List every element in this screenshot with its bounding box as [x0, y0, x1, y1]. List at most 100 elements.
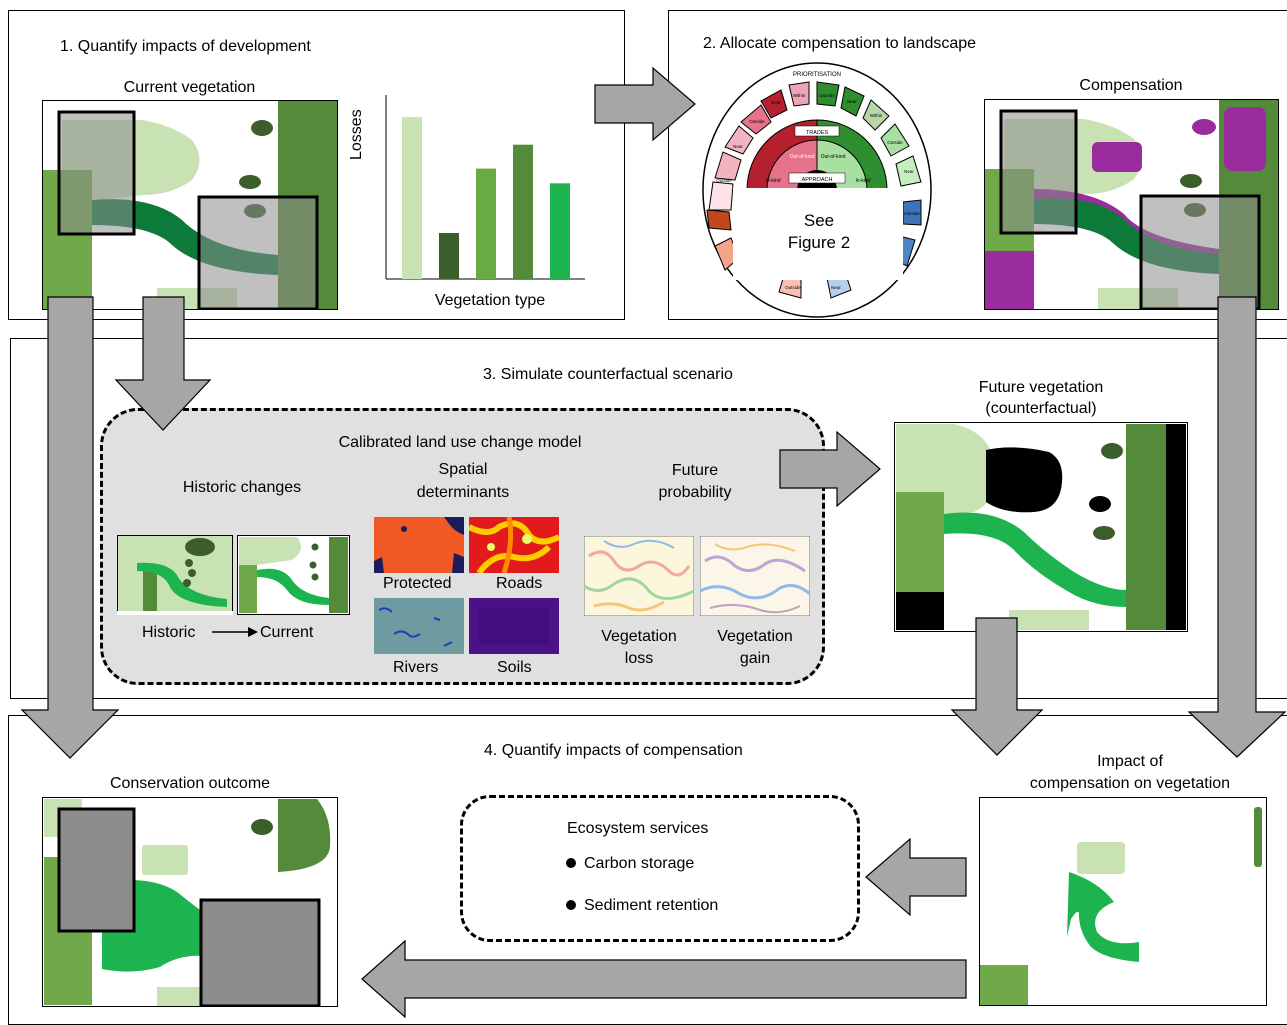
arrow-impact-to-es [865, 837, 967, 917]
wheel-segment-near-top [840, 86, 865, 117]
arrow-model-to-future [779, 430, 881, 508]
wheel-segment-near-right-mid [895, 155, 922, 187]
arrow-panel1-to-panel2 [594, 66, 696, 142]
current-vegetation-label: Current vegetation [123, 79, 256, 96]
wheel-segment-outside-right-mid [880, 123, 910, 157]
wheel-segment-outside-left-mid [724, 125, 754, 155]
vegetation-gain-raster [700, 536, 810, 616]
current-label: Current [260, 624, 314, 641]
roads-raster [469, 517, 559, 573]
soils-label: Soils [497, 659, 532, 676]
svg-text:Near: Near [733, 144, 743, 149]
wheel-segment-within-right-top [862, 99, 890, 131]
spatial-determinants-2: determinants [416, 484, 510, 501]
arrow-impact-to-outcome [361, 939, 967, 1018]
svg-text:Outside: Outside [785, 285, 801, 290]
wheel-prioritisation-label: PRIORITISATION [793, 72, 841, 78]
svg-text:Outside: Outside [749, 119, 765, 124]
impact-label-1: Impact of [1097, 753, 1163, 770]
bullet-icon [566, 900, 576, 910]
veg-gain-1: Vegetation [717, 628, 793, 645]
roads-label: Roads [496, 575, 543, 592]
see-line-1: See [804, 211, 834, 230]
panel-2-frame [668, 10, 1287, 320]
historic-changes-label: Historic changes [182, 479, 302, 496]
losses-bar-2 [439, 233, 459, 279]
conservation-outcome-map [42, 797, 338, 1007]
wheel-segment-outside-left-low [708, 181, 734, 211]
arrow-panel1-to-panel4 [20, 296, 120, 759]
wheel-approach-box [788, 172, 846, 184]
see-figure-box [733, 188, 903, 280]
svg-text:Near: Near [771, 100, 781, 105]
losses-bar-chart [385, 95, 585, 280]
wheel-segment-outside-top [816, 81, 840, 107]
wheel-segment-within-top [788, 81, 810, 107]
wheel-segment-near-left-mid [714, 151, 742, 181]
ecosystem-services-box [460, 795, 860, 942]
svg-text:Out-of-kind: Out-of-kind [821, 154, 846, 160]
veg-loss-1: Vegetation [601, 628, 677, 645]
wheel-segment-outside-left-top [760, 89, 788, 119]
svg-text:Outside: Outside [716, 178, 732, 183]
compensation-label: Compensation [1079, 77, 1183, 94]
vegetation-loss-raster [584, 536, 694, 616]
svg-text:TRADES: TRADES [806, 130, 829, 136]
svg-text:Outside: Outside [887, 140, 903, 145]
future-veg-label-1: Future vegetation [978, 379, 1104, 396]
future-veg-label-2: (counterfactual) [985, 400, 1097, 417]
historic-map [117, 535, 233, 615]
arrow-compensation-to-impact [1187, 296, 1287, 758]
svg-text:Near: Near [847, 99, 857, 104]
impact-map [979, 797, 1267, 1006]
svg-text:Outside: Outside [904, 211, 920, 216]
panel-3-frame [10, 338, 1287, 699]
svg-text:In-kind: In-kind [855, 178, 870, 184]
svg-text:APPROACH: APPROACH [802, 177, 833, 183]
compensation-map [984, 99, 1279, 310]
veg-loss-2: loss [624, 650, 654, 667]
protected-label: Protected [383, 575, 452, 592]
see-line-2: Figure 2 [788, 233, 850, 252]
historic-to-current-arrow [212, 627, 258, 637]
impact-label-2: compensation on vegetation [1029, 775, 1231, 792]
current-map-small [237, 535, 350, 615]
losses-bar-5 [550, 183, 570, 279]
losses-bar-3 [476, 168, 496, 279]
svg-text:Outside: Outside [819, 93, 835, 98]
panel-1-title: 1. Quantify impacts of development [60, 38, 311, 55]
svg-text:In-kind: In-kind [765, 178, 780, 184]
compensation-wheel: PRIORITISATION TRADES APPROACH Out-of-ki… [702, 62, 932, 318]
future-vegetation-map [894, 422, 1188, 632]
losses-bar-4 [513, 144, 533, 279]
arrow-future-to-impact [950, 617, 1044, 756]
es-title: Ecosystem services [567, 820, 709, 837]
svg-text:Within: Within [793, 93, 806, 98]
current-vegetation-map [42, 100, 338, 310]
spatial-determinants-1: Spatial [438, 461, 488, 478]
svg-text:Out-of-kind: Out-of-kind [790, 154, 815, 160]
rivers-label: Rivers [393, 659, 439, 676]
arrow-panel1-to-model [114, 296, 212, 431]
bullet-icon [566, 858, 576, 868]
losses-xlabel: Vegetation type [434, 292, 546, 309]
veg-gain-2: gain [739, 650, 771, 667]
svg-text:Near: Near [904, 169, 914, 174]
svg-text:Near: Near [831, 285, 841, 290]
panel-4-title: 4. Quantify impacts of compensation [484, 742, 743, 759]
future-probability-1: Future [671, 462, 719, 479]
es-item-carbon: Carbon storage [584, 855, 695, 872]
wheel-segment-near-left-top [740, 104, 772, 135]
panel-1-frame [8, 10, 625, 320]
soils-raster [469, 598, 559, 654]
rivers-raster [374, 598, 464, 654]
panel-3-title: 3. Simulate counterfactual scenario [483, 366, 733, 383]
wheel-trades-box [794, 125, 840, 137]
historic-label: Historic [142, 624, 196, 641]
svg-text:Within: Within [870, 113, 883, 118]
model-title: Calibrated land use change model [338, 434, 582, 451]
conservation-outcome-label: Conservation outcome [109, 775, 271, 792]
future-probability-2: probability [658, 484, 732, 501]
losses-bar-1 [402, 117, 422, 279]
